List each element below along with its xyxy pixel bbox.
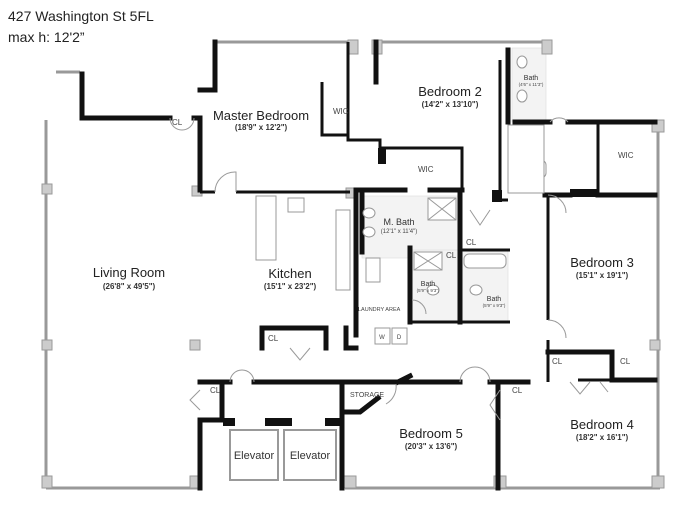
bath-a-name: Bath — [421, 281, 436, 288]
address-title: 427 Washington St 5FL — [8, 8, 154, 24]
walls — [79, 39, 658, 491]
bath-top-name: Bath — [524, 75, 539, 82]
master-bath-dims: (12'1" x 11'4") — [381, 229, 417, 235]
wic-label: WIC — [333, 107, 349, 116]
wic-label: WIC — [618, 151, 634, 160]
bath-top-dims: (4'6" x 11'3") — [519, 82, 544, 87]
bedroom-2-dims: (14'2" x 13'10") — [422, 100, 479, 109]
closet-label: CL — [210, 386, 221, 395]
kitchen-dims: (15'1" x 23'2") — [264, 282, 317, 291]
washer-label: W — [379, 335, 385, 341]
living-room-name: Living Room — [93, 265, 165, 280]
doors — [169, 117, 609, 421]
washer-dryer: W D — [374, 327, 408, 345]
bedroom-5-dims: (20'3" x 13'6") — [405, 442, 458, 451]
elevator-1-label: Elevator — [234, 450, 275, 462]
closet-label: CL — [268, 334, 279, 343]
elevator-2-label: Elevator — [290, 450, 331, 462]
bath-b-name: Bath — [487, 296, 502, 303]
laundry-area-label: LAUNDRY AREA — [358, 307, 401, 313]
bedroom-3-name: Bedroom 3 — [570, 255, 634, 270]
storage-label: STORAGE — [350, 392, 384, 399]
bath-a-dims: (5'9" x 9'3") — [417, 288, 440, 293]
closet-label: CL — [552, 357, 563, 366]
closet-label: CL — [172, 118, 183, 127]
room-labels: Living Room (26'8" x 49'5") Master Bedro… — [93, 75, 634, 451]
master-bedroom-name: Master Bedroom — [213, 108, 309, 123]
closet-label: CL — [512, 386, 523, 395]
bedroom-3-dims: (15'1" x 19'1") — [576, 271, 629, 280]
fixtures — [229, 55, 547, 481]
closet-labels: WIC WIC WIC CL CL CL CL CL CL CL CL LAUN… — [172, 107, 634, 462]
wic-label: WIC — [418, 165, 434, 174]
bedroom-2-name: Bedroom 2 — [418, 84, 482, 99]
bedroom-5-name: Bedroom 5 — [399, 426, 463, 441]
living-room-dims: (26'8" x 49'5") — [103, 282, 156, 291]
master-bedroom-dims: (18'9" x 12'2") — [235, 123, 288, 132]
bath-b-dims: (5'9" x 9'3") — [483, 303, 506, 308]
closet-label: CL — [466, 238, 477, 247]
closet-label: CL — [446, 251, 457, 260]
closet-label: CL — [620, 357, 631, 366]
bedroom-4-name: Bedroom 4 — [570, 417, 634, 432]
master-bath-name: M. Bath — [383, 217, 414, 227]
kitchen-name: Kitchen — [268, 266, 311, 281]
dryer-label: D — [397, 335, 402, 341]
bedroom-4-dims: (18'2" x 16'1") — [576, 433, 629, 442]
max-height-label: max h: 12'2” — [8, 29, 85, 45]
